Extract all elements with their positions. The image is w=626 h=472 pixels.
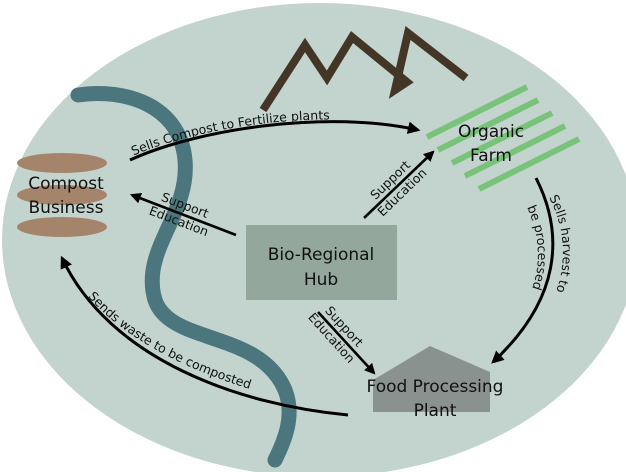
edge-hub-to-plant-arrow: [317, 311, 376, 375]
hub-box[interactable]: [246, 225, 397, 300]
compost-pile-icon: [17, 153, 107, 237]
compost-label-line1: Compost: [28, 174, 104, 194]
plant-label-line1: Food Processing: [367, 377, 504, 397]
farm-label-line1: Organic: [458, 122, 524, 142]
edge-plant-to-compost-arrow: [60, 255, 349, 417]
compost-label-line2: Business: [29, 198, 104, 218]
river-icon: [70, 86, 297, 468]
edge-hub-to-compost-arrow: [129, 193, 237, 237]
edge-compost-to-farm-arrow: [129, 120, 421, 162]
factory-building-icon: [373, 346, 490, 412]
farm-rows-icon: [425, 84, 581, 192]
hub-label-line2: Hub: [304, 270, 338, 290]
plant-label-line2: Plant: [414, 401, 457, 421]
hub-label-line1: Bio-Regional: [268, 245, 375, 265]
edge-hub-to-farm-arrow: [363, 150, 435, 219]
edge-farm-to-plant-arrow: [491, 177, 555, 364]
farm-label-line2: Farm: [470, 146, 512, 166]
mountains-icon: [259, 25, 469, 113]
